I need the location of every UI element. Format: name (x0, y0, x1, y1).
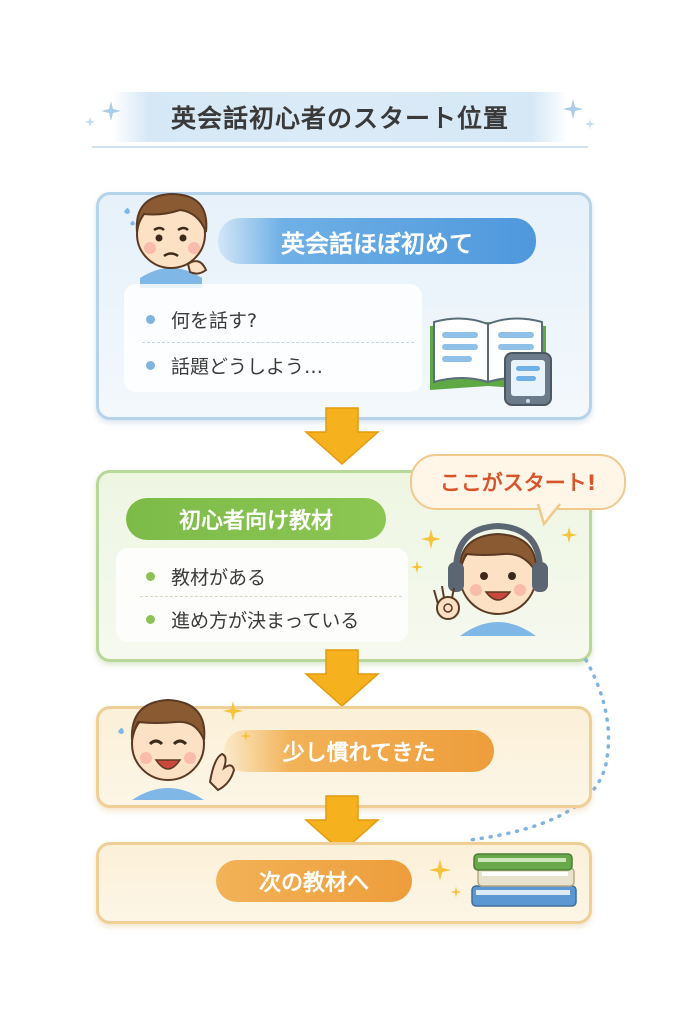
list-item: 教材がある (146, 563, 266, 590)
bullet-dot (146, 315, 155, 324)
sparkle-icon (421, 529, 441, 549)
sparkle-icon (101, 101, 121, 121)
bullet-dot (146, 361, 155, 370)
sparkle-icon (450, 886, 462, 898)
sparkle-icon (563, 99, 583, 119)
sparkle-icon (223, 701, 243, 721)
callout-bubble: ここがスタート! (410, 454, 626, 510)
title-banner (112, 92, 568, 142)
sparkle-icon (584, 118, 596, 130)
down-arrow-icon (304, 649, 380, 708)
worried-boy-icon (124, 192, 208, 288)
tablet-icon (504, 352, 552, 406)
sparkle-icon (84, 116, 96, 128)
bullet-text: 進め方が決まっている (171, 610, 360, 632)
bullet-text: 話題どうしよう… (171, 356, 324, 378)
step-4-label: 次の教材へ (216, 860, 412, 902)
sparkle-icon (560, 526, 578, 544)
bullet-text: 教材がある (171, 567, 267, 589)
sparkle-icon (240, 730, 252, 742)
page-title: 英会話初心者のスタート位置 (170, 104, 509, 133)
title-underline (92, 146, 588, 148)
list-item: 話題どうしよう… (146, 352, 323, 379)
step-1-label: 英会話ほぼ初めて (218, 218, 536, 264)
divider (140, 596, 402, 597)
sparkle-icon (410, 560, 424, 574)
sparkle-icon (429, 859, 451, 881)
smiling-boy-icon (118, 698, 236, 800)
step-1-panel (124, 284, 422, 392)
bubble-tail (536, 502, 562, 526)
headphones-boy-icon (433, 522, 548, 636)
down-arrow-icon (304, 795, 380, 854)
step-3-label: 少し慣れてきた (224, 730, 494, 772)
bullet-dot (146, 615, 155, 624)
step-2-label: 初心者向け教材 (126, 498, 386, 540)
list-item: 何を話す? (146, 306, 257, 333)
down-arrow-icon (304, 407, 380, 466)
list-item: 進め方が決まっている (146, 606, 359, 633)
bullet-dot (146, 572, 155, 581)
bullet-text: 何を話す? (171, 310, 258, 332)
book-stack-icon (471, 853, 577, 907)
step-2-panel (116, 548, 408, 642)
divider (142, 342, 414, 343)
